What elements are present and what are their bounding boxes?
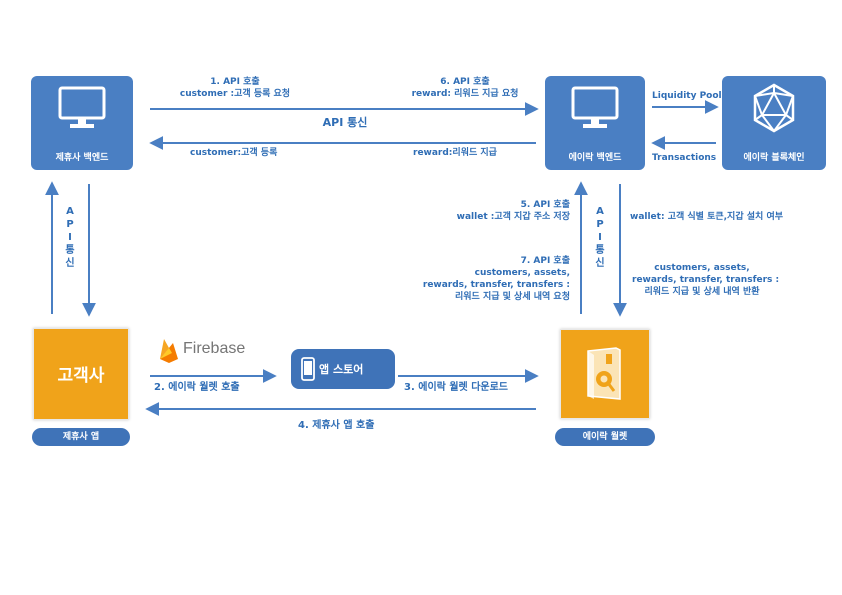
reward-paid-label: reward:리워드 지급: [413, 148, 497, 158]
return-line3: 리워드 지급 및 상세 내역 반환: [644, 287, 760, 297]
vchar: A: [66, 206, 74, 217]
partner-app-badge: 제휴사 앱: [32, 428, 130, 446]
step7-line2: rewards, transfer, transfers :: [422, 280, 570, 290]
eirak-backend-label: 에이락 백엔드: [568, 153, 622, 163]
vchar: I: [598, 232, 602, 243]
step4-label: 4. 제휴사 앱 호출: [298, 420, 375, 431]
step1-detail: customer :고객 등록 요청: [179, 89, 291, 99]
step6-detail: reward: 리워드 지급 요청: [411, 89, 519, 99]
firebase-logo: Firebase: [158, 337, 258, 363]
eirak-backend-node: 에이락 백엔드: [545, 76, 645, 170]
app-store-label: 앱 스토어: [319, 363, 364, 376]
monitor-icon: [571, 86, 619, 128]
customer-company-label: 고객사: [57, 366, 105, 386]
vchar: 신: [65, 258, 75, 269]
api-comm-label: API 통신: [322, 116, 368, 129]
monitor-icon: [58, 86, 106, 128]
step2-label: 2. 에이락 월렛 호출: [154, 382, 240, 393]
app-store-node: 앱 스토어: [291, 349, 395, 389]
polyhedron-icon: [753, 83, 795, 133]
wallet-return-label: wallet: 고객 식별 토큰,지갑 설치 여부: [630, 212, 784, 222]
blockchain-node: 에이락 블록체인: [722, 76, 826, 170]
blockchain-label: 에이락 블록체인: [743, 153, 805, 163]
step7-line3: 리워드 지급 및 상세 내역 요청: [454, 292, 570, 302]
eirak-wallet-node: [560, 329, 650, 419]
partner-backend-label: 제휴사 백엔드: [55, 153, 109, 163]
phone-icon: [301, 357, 315, 381]
firebase-flame-icon: [160, 339, 178, 363]
liquidity-pool-label: Liquidity Pool: [652, 91, 722, 101]
vchar: P: [66, 219, 74, 230]
transactions-label: Transactions: [652, 153, 717, 163]
step6-title: 6. API 호출: [440, 77, 490, 87]
eirak-wallet-badge: 에이락 월렛: [555, 428, 655, 446]
vchar: 통: [595, 245, 605, 256]
customer-company-node: 고객사: [33, 328, 129, 420]
step5-title: 5. API 호출: [520, 200, 570, 210]
customer-registered-label: customer:고객 등록: [190, 148, 278, 158]
vchar: 신: [595, 258, 605, 269]
vchar: I: [68, 232, 72, 243]
right-api-comm-vertical: A P I 통 신: [593, 205, 607, 270]
left-api-comm-vertical: A P I 통 신: [63, 205, 77, 270]
vchar: 통: [65, 245, 75, 256]
vchar: A: [596, 206, 604, 217]
return-line2: rewards, transfer, transfers :: [632, 275, 780, 285]
firebase-text: Firebase: [183, 340, 246, 357]
step5-detail: wallet :고객 지갑 주소 저장: [456, 212, 570, 222]
step1-title: 1. API 호출: [210, 77, 260, 87]
step7-title: 7. API 호출: [520, 256, 570, 266]
step3-label: 3. 에이락 월렛 다운로드: [404, 382, 509, 393]
vchar: P: [596, 219, 604, 230]
partner-backend-node: 제휴사 백엔드: [31, 76, 133, 170]
step7-line1: customers, assets,: [474, 268, 570, 278]
wallet-logo-icon: [587, 347, 621, 400]
return-line1: customers, assets,: [654, 263, 750, 273]
